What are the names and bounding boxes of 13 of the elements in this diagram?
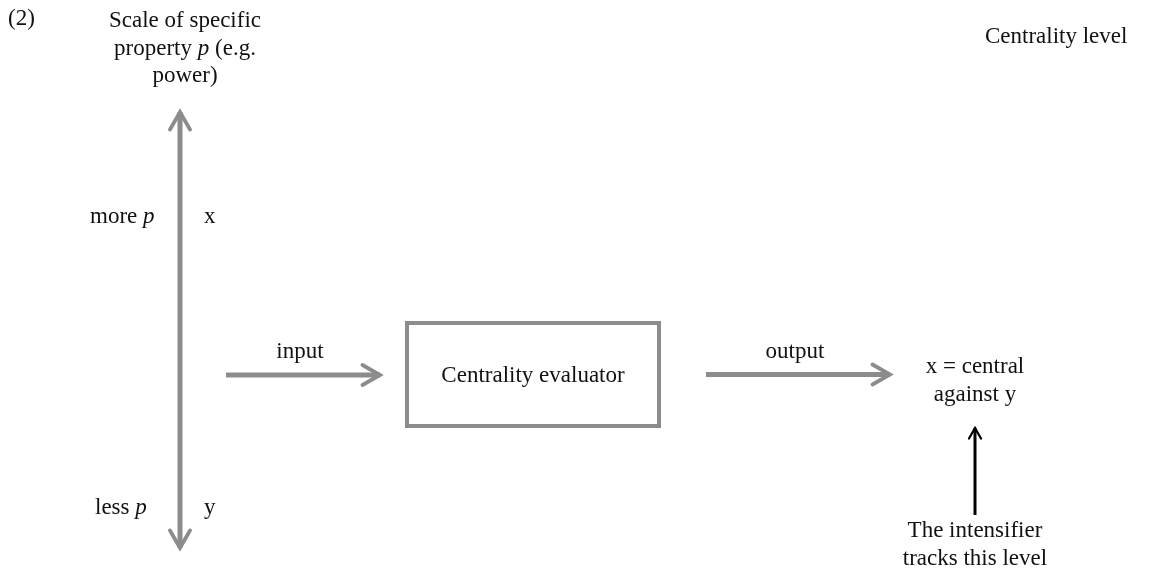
scale-label: more p — [90, 202, 155, 230]
axis-title: Scale of specific property p (e.g. power) — [108, 6, 262, 89]
arrow — [706, 362, 892, 387]
node-text: The intensifier tracks this level — [901, 516, 1049, 572]
panel-number: (2) — [8, 4, 35, 32]
scale-label: y — [204, 493, 216, 521]
process-box: Centrality evaluator — [405, 321, 661, 428]
arrow — [967, 426, 983, 515]
arrow — [226, 363, 382, 387]
heading-label: Centrality level — [985, 22, 1128, 50]
scale-label: x — [204, 202, 216, 230]
node-text: x = central against y — [924, 352, 1026, 408]
scale-label: less p — [95, 493, 147, 521]
